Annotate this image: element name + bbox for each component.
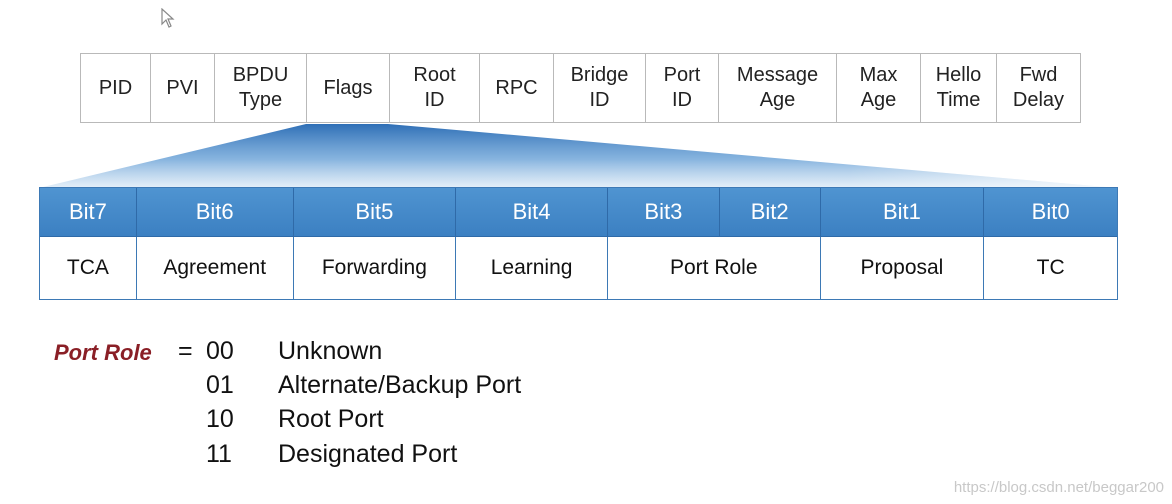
bit-value-learning: Learning — [456, 237, 608, 299]
bpdu-field-max-age: Max Age — [837, 54, 921, 122]
bpdu-field-fwd-delay: Fwd Delay — [1012, 64, 1065, 111]
legend-entry: 01 Alternate/Backup Port — [206, 371, 521, 400]
bit-header-bit7: Bit7 — [40, 188, 137, 236]
bit-header-bit1: Bit1 — [821, 188, 985, 236]
bit-header-bit5: Bit5 — [294, 188, 457, 236]
legend-code: 11 — [206, 440, 232, 468]
legend-code: 01 — [206, 371, 234, 399]
bit-header-bit3: Bit3 — [608, 188, 720, 236]
bpdu-field-pvi: PVI — [151, 54, 215, 122]
bit-value-port-role: Port Role — [608, 237, 821, 299]
legend-meaning: Unknown — [278, 337, 383, 365]
mouse-pointer-icon — [161, 8, 175, 28]
bit-value-tca: TCA — [40, 237, 137, 299]
watermark: https://blog.csdn.net/beggar200 — [953, 479, 1164, 496]
bpdu-field-bpdu-type: BPDU Type — [215, 54, 307, 122]
legend-meaning: Designated Port — [278, 440, 458, 468]
bit-header-bit2: Bit2 — [720, 188, 821, 236]
bpdu-field-hello-time: Hello Time — [921, 54, 997, 122]
legend-entry: 11 Designated Port — [206, 440, 457, 469]
bpdu-field-bridge-id: Bridge ID — [554, 54, 646, 122]
bpdu-field-root-id: Root ID — [390, 54, 480, 122]
bit-value-agreement: Agreement — [137, 237, 294, 299]
legend-meaning: Alternate/Backup Port — [278, 371, 522, 399]
bpdu-field-rpc: RPC — [480, 54, 554, 122]
bpdu-field-message-age: Message Age — [719, 54, 837, 122]
bit-value-tc: TC — [1036, 256, 1065, 279]
bit-header-bit0: Bit0 — [1031, 199, 1070, 224]
bit-value-proposal: Proposal — [821, 237, 985, 299]
legend-entry: 00 Unknown — [206, 337, 382, 366]
bpdu-field-pid: PID — [81, 54, 151, 122]
bit-value-forwarding: Forwarding — [294, 237, 457, 299]
legend-entry: 10 Root Port — [206, 405, 384, 434]
legend-code: 10 — [206, 405, 234, 433]
legend-title: Port Role — [54, 340, 152, 365]
legend-meaning: Root Port — [278, 405, 384, 433]
bit-header-bit6: Bit6 — [137, 188, 294, 236]
legend-equals: = — [178, 337, 193, 365]
bpdu-field-port-id: Port ID — [646, 54, 719, 122]
bpdu-field-flags: Flags — [307, 54, 390, 122]
bit-header-bit4: Bit4 — [456, 188, 608, 236]
legend-code: 00 — [206, 337, 234, 365]
